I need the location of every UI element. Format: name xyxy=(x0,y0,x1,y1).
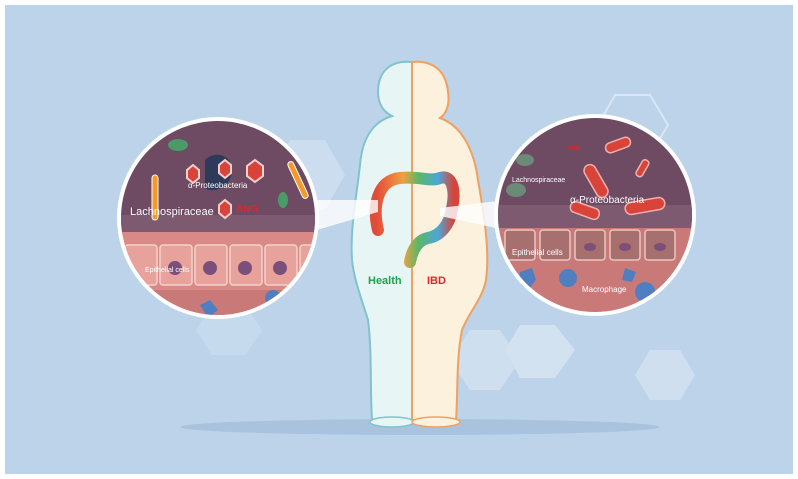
hexagon xyxy=(505,325,575,378)
ang-molecules xyxy=(186,158,264,220)
ang-label: ANG xyxy=(236,204,258,215)
colon xyxy=(369,171,460,268)
zoom-beam-left xyxy=(310,200,378,232)
epithelial-cells-label: Epithelial cells xyxy=(145,267,190,274)
ground-shadow xyxy=(180,419,660,435)
epithelial-cells-label: Epithelial cells xyxy=(512,248,563,257)
health-foot xyxy=(369,416,415,428)
epithelial-cells xyxy=(504,229,676,261)
lachnospiraceae-label: Lachnospiraceae xyxy=(512,177,565,184)
ibd-body-half xyxy=(411,60,489,421)
hexagon xyxy=(450,330,520,390)
ang-label: ANG xyxy=(567,146,581,152)
ibd-label: IBD xyxy=(427,275,446,287)
proteobacteria-rods xyxy=(569,136,666,221)
alpha-proteobacteria-label: α-Proteobacteria xyxy=(188,181,248,190)
human-silhouette xyxy=(350,60,489,428)
zoom-beam-right xyxy=(440,200,505,230)
alpha-proteobacteria-label: α-Proteobacteria xyxy=(570,195,645,206)
ibd-foot xyxy=(411,416,461,428)
lachnospiraceae-bacterium xyxy=(151,174,159,221)
ibd-magnified-view: ANG Lachnospiraceae α-Proteobacteria Epi… xyxy=(494,114,696,316)
health-body-half xyxy=(350,60,413,421)
macrophage-label: Macrophage xyxy=(582,285,627,294)
lachnospiraceae-label: Lachnospiraceae xyxy=(130,206,214,218)
hexagon xyxy=(635,350,695,400)
health-label: Health xyxy=(368,275,402,287)
